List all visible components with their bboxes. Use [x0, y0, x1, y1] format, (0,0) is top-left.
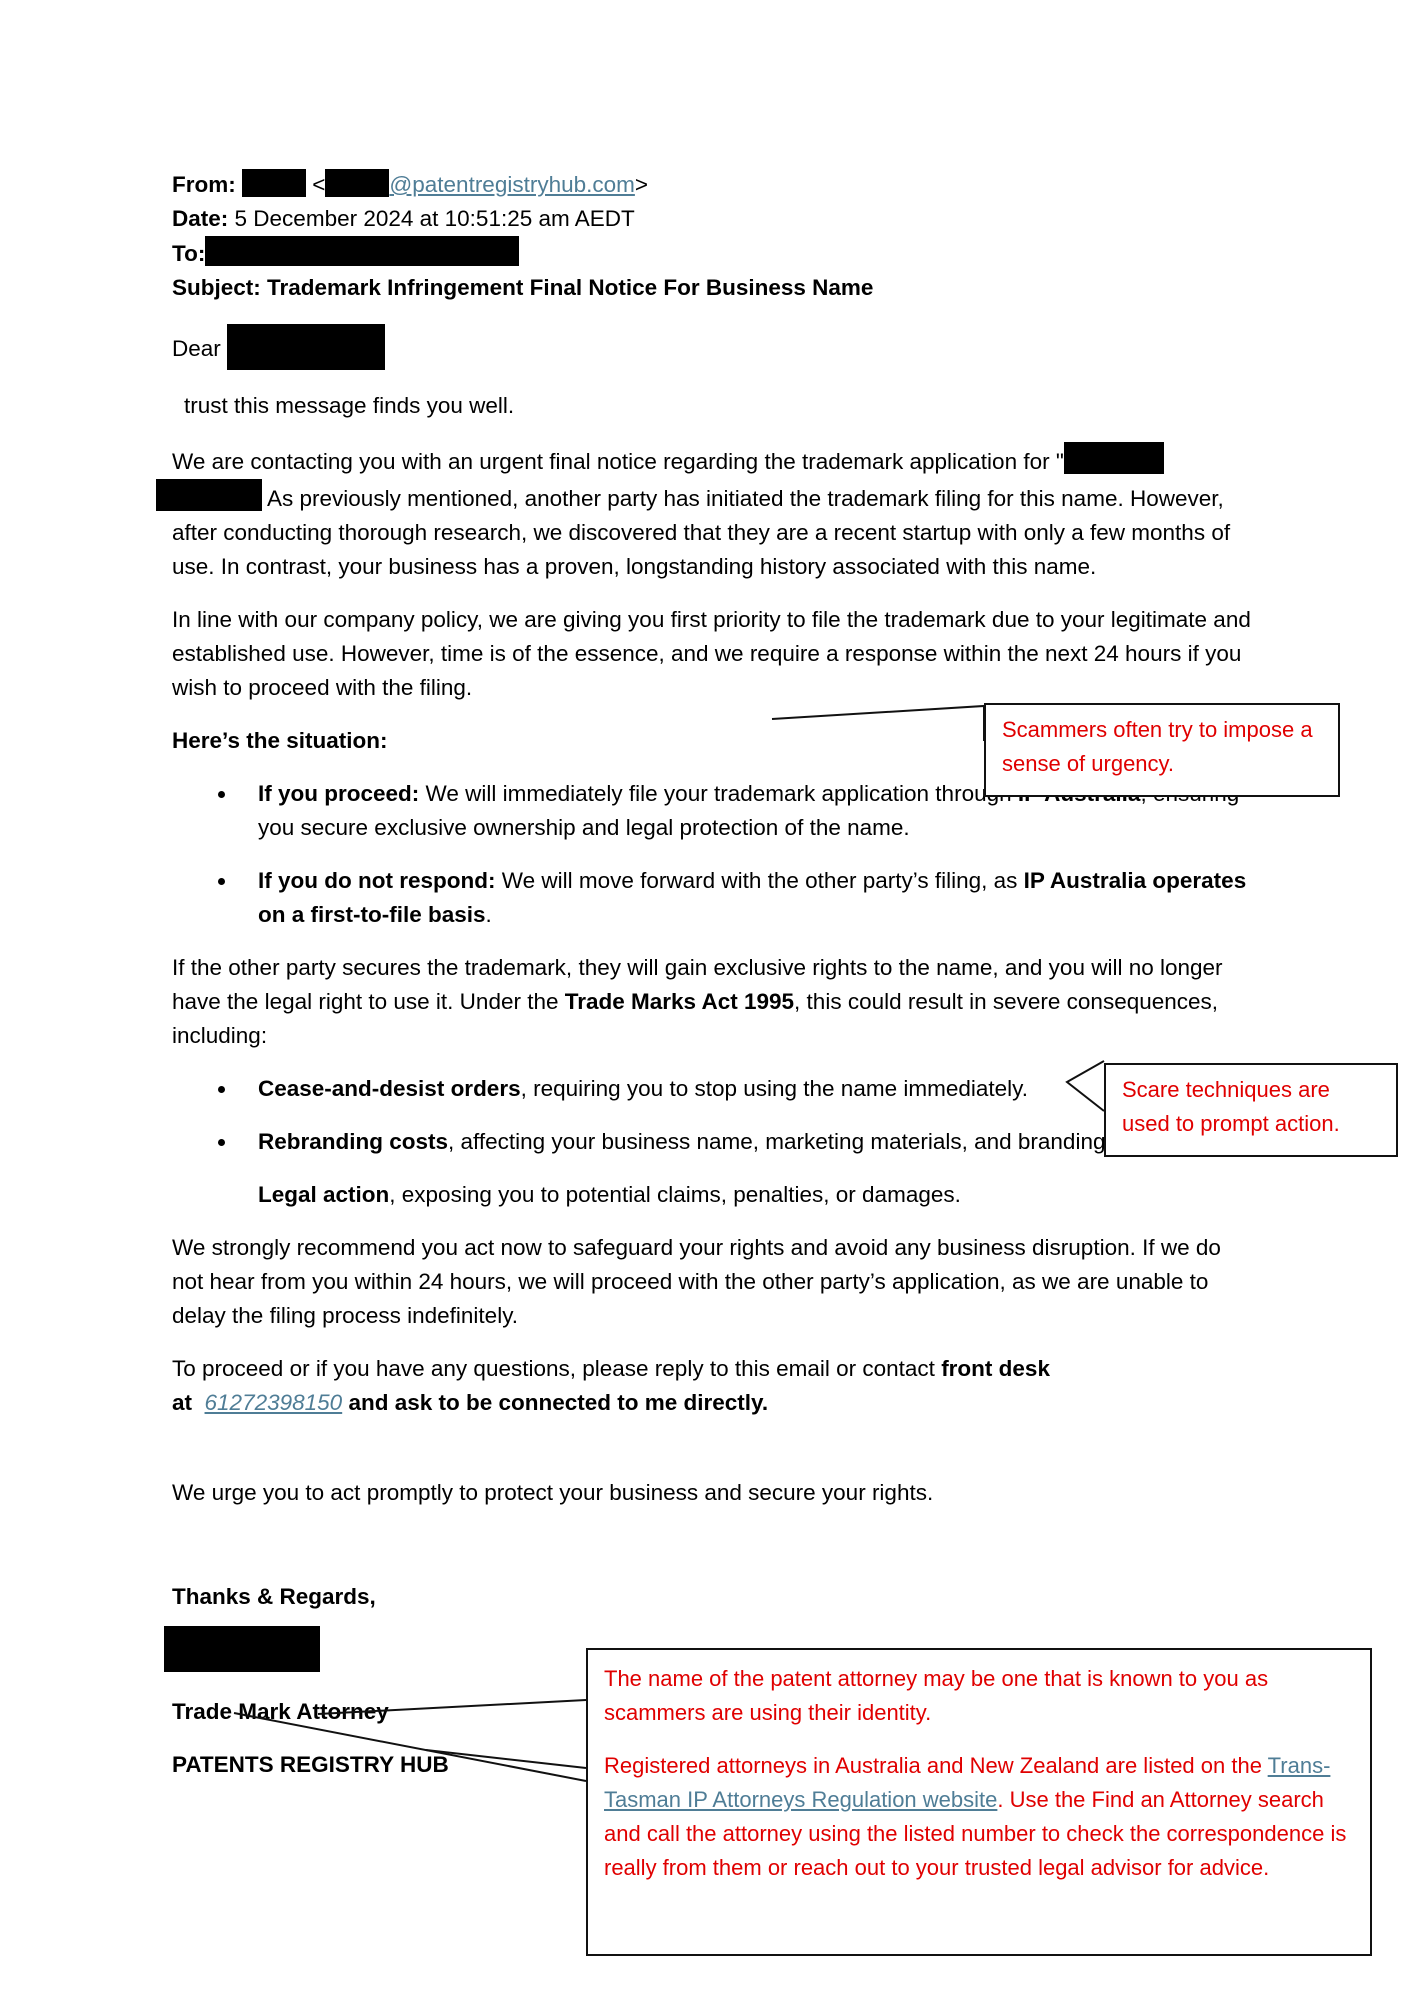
- email-document: From: <@patentregistryhub.com> Date: 5 D…: [156, 168, 1252, 1801]
- redacted-sender-user: [325, 169, 390, 197]
- closing: Thanks & Regards,: [172, 1584, 376, 1609]
- redacted-business-name-cont: [156, 479, 262, 511]
- sender-email-link[interactable]: @patentregistryhub.com: [389, 172, 635, 197]
- from-label: From:: [172, 172, 236, 197]
- phone-link[interactable]: 61272398150: [204, 1390, 343, 1415]
- redacted-recipient-name: [227, 324, 386, 370]
- notice-text-a: We are contacting you with an urgent fin…: [172, 449, 1064, 474]
- callout-urgency-text: Scammers often try to impose a sense of …: [1002, 717, 1313, 776]
- consequences-list: Cease-and-desist orders, requiring you t…: [172, 1072, 1252, 1212]
- callout-registered-text: Registered attorneys in Australia and Ne…: [604, 1753, 1347, 1880]
- subject-line: Subject: Trademark Infringement Final No…: [172, 271, 1252, 305]
- paragraph-recommend: We strongly recommend you act now to saf…: [172, 1235, 1221, 1328]
- callout-scare: Scare techniques are used to prompt acti…: [1104, 1063, 1398, 1157]
- situation-heading: Here’s the situation:: [172, 728, 388, 753]
- greeting: Dear: [172, 324, 1252, 370]
- consequence-rebranding: Rebranding costs, affecting your busines…: [172, 1125, 1252, 1159]
- notice-text-b: As previously mentioned, another party h…: [172, 486, 1231, 579]
- scare-pointer: [1065, 1060, 1105, 1112]
- situation-list: If you proceed: We will immediately file…: [172, 777, 1252, 932]
- redacted-sender-name: [242, 169, 307, 197]
- from-line: From: <@patentregistryhub.com>: [172, 168, 1252, 202]
- registered-pointer-a: [233, 1712, 587, 1782]
- signature-company: PATENTS REGISTRY HUB: [172, 1752, 449, 1777]
- callout-scare-text: Scare techniques are used to prompt acti…: [1122, 1077, 1340, 1136]
- paragraph-contact: To proceed or if you have any questions,…: [172, 1356, 1050, 1415]
- to-line: To:: [172, 236, 1252, 271]
- redacted-attorney-name: [164, 1626, 320, 1672]
- to-label: To:: [172, 241, 206, 266]
- paragraph-consequences: If the other party secures the trademark…: [172, 955, 1223, 1048]
- redacted-business-name: [1063, 442, 1164, 474]
- trans-tasman-link[interactable]: Trans-Tasman IP Attorneys Regulation web…: [604, 1753, 1331, 1812]
- registered-pointer-b: [425, 1749, 587, 1769]
- consequence-legal-action: Legal action, exposing you to potential …: [258, 1182, 961, 1207]
- greeting-text: Dear: [172, 336, 221, 361]
- callout-attorney-name-text: The name of the patent attorney may be o…: [604, 1666, 1269, 1725]
- paragraph-priority: In line with our company policy, we are …: [172, 607, 1251, 700]
- situation-item-no-response: If you do not respond: We will move forw…: [172, 864, 1252, 932]
- subject-label: Subject:: [172, 275, 261, 300]
- attorney-name-pointer: [317, 1699, 587, 1715]
- intro-paragraph: trust this message finds you well.: [184, 393, 515, 418]
- paragraph-urge: We urge you to act promptly to protect y…: [172, 1480, 934, 1505]
- date-value: 5 December 2024 at 10:51:25 am AEDT: [234, 206, 635, 231]
- callout-attorney: The name of the patent attorney may be o…: [586, 1648, 1372, 1956]
- redacted-recipient: [205, 236, 520, 266]
- consequence-cease-desist: Cease-and-desist orders, requiring you t…: [172, 1072, 1252, 1106]
- urgency-pointer: [771, 704, 985, 741]
- date-line: Date: 5 December 2024 at 10:51:25 am AED…: [172, 202, 1252, 236]
- subject-value: Trademark Infringement Final Notice For …: [267, 275, 874, 300]
- date-label: Date:: [172, 206, 229, 231]
- callout-urgency: Scammers often try to impose a sense of …: [984, 703, 1340, 797]
- paragraph-notice: We are contacting you with an urgent fin…: [156, 442, 1252, 584]
